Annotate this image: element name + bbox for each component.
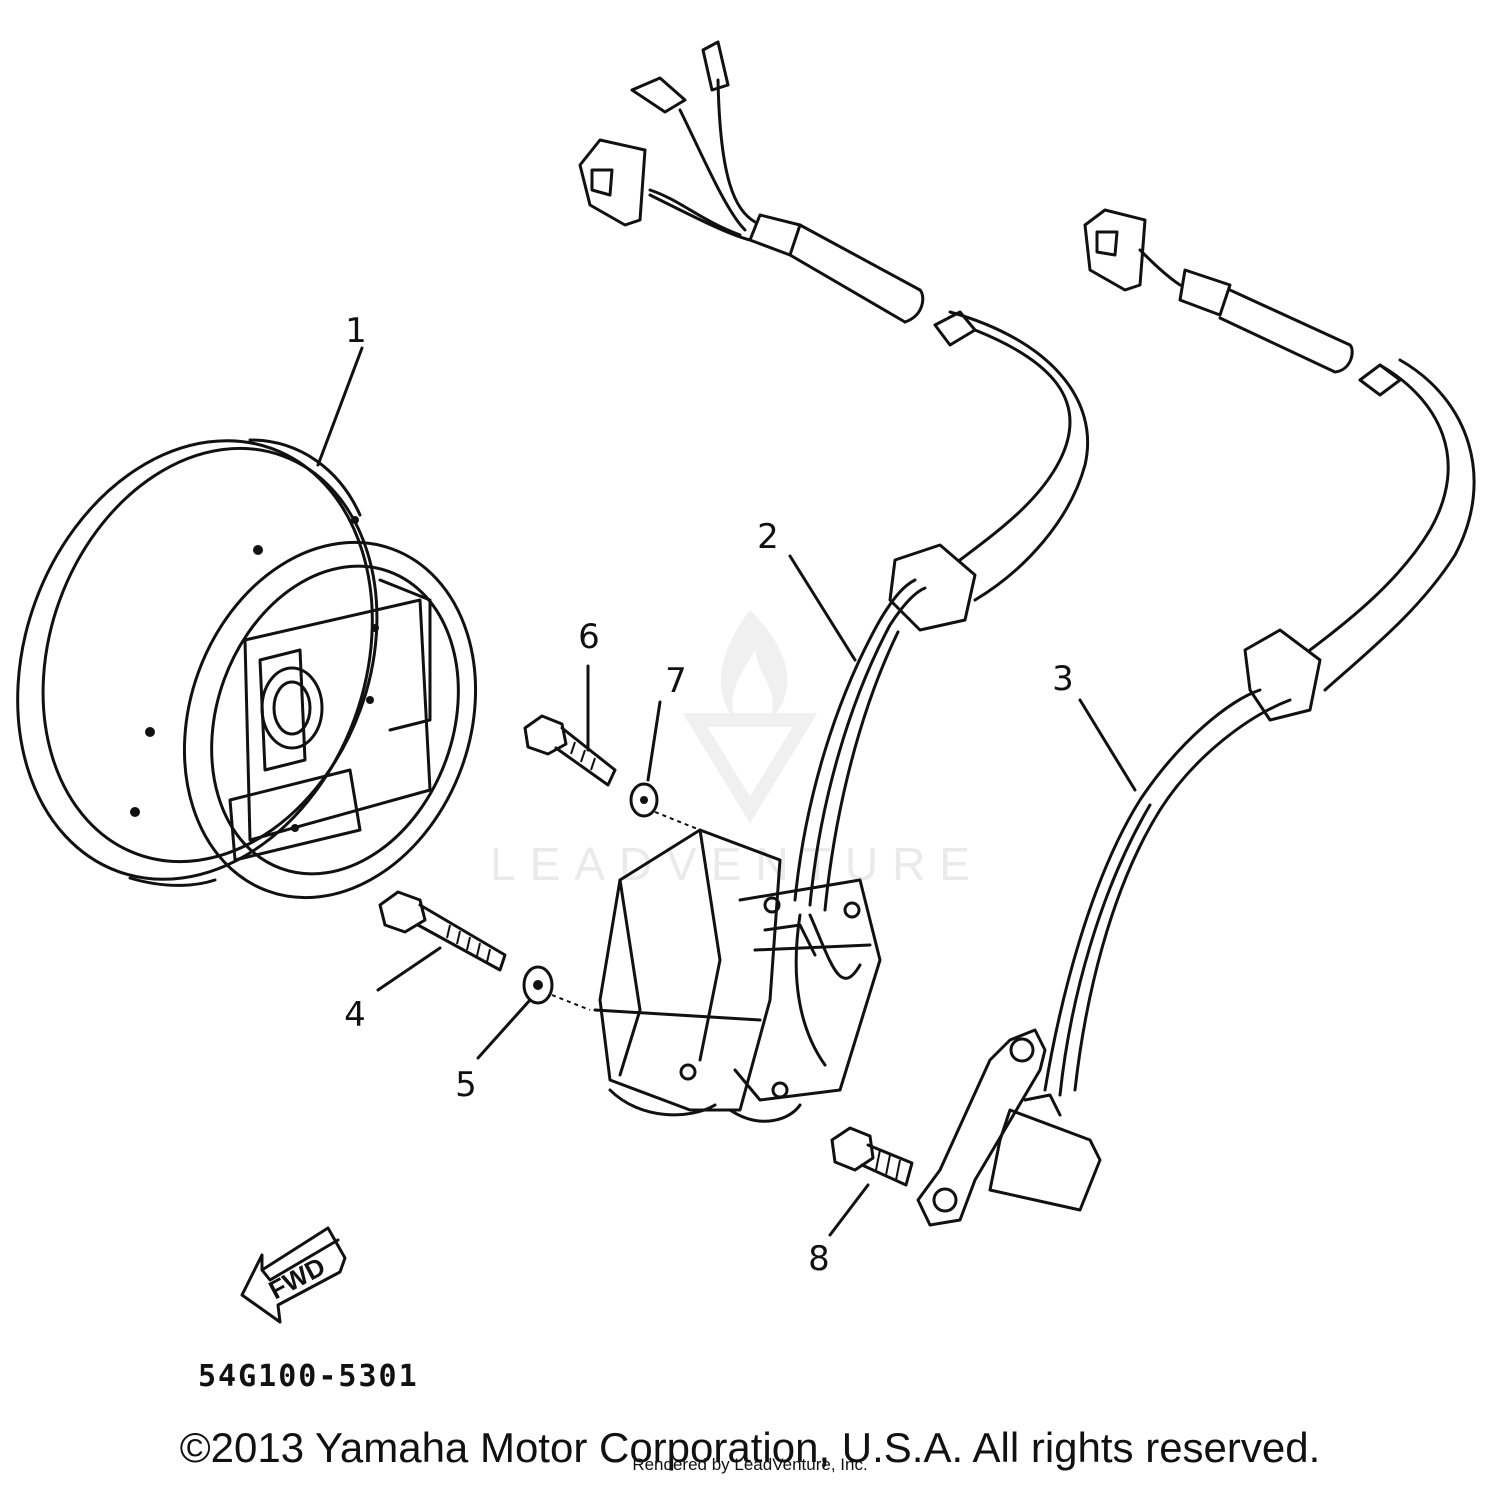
callout-labels: 1 2 3 4 5 6 7 8 xyxy=(344,311,1074,1279)
leader-line-5 xyxy=(476,998,532,1060)
bolt-short xyxy=(523,714,617,787)
leader-line-3 xyxy=(1078,698,1137,792)
leader-line-1 xyxy=(316,346,364,467)
callout-8: 8 xyxy=(808,1239,830,1279)
watermark: LEADVENTURE xyxy=(490,610,984,890)
callout-6: 6 xyxy=(578,617,600,657)
leader-line-8 xyxy=(828,1183,870,1237)
rendered-by-credit: Rendered by LeadVenture, Inc. xyxy=(632,1455,868,1474)
watermark-v-icon xyxy=(682,713,818,824)
callout-1: 1 xyxy=(345,311,367,351)
washer-large xyxy=(522,965,554,1005)
washer-small xyxy=(629,782,659,818)
callout-7: 7 xyxy=(665,661,687,701)
callout-4: 4 xyxy=(344,995,366,1035)
watermark-text: LEADVENTURE xyxy=(490,838,984,890)
copyright-notice: ©2013 Yamaha Motor Corporation, U.S.A. A… xyxy=(179,1424,1321,1471)
watermark-flame-icon xyxy=(720,610,788,720)
leader-line-7 xyxy=(646,700,662,782)
leader-lines xyxy=(316,346,1137,1237)
leader-line-2 xyxy=(788,554,857,662)
bolt-long xyxy=(378,890,507,972)
screw xyxy=(830,1126,914,1187)
diagram-part-code: 54G100-5301 xyxy=(198,1359,419,1394)
callout-3: 3 xyxy=(1052,659,1074,699)
callout-2: 2 xyxy=(757,517,779,557)
exploded-parts-diagram: LEADVENTURE xyxy=(16,40,1476,1394)
fwd-arrow: FWD xyxy=(240,1226,347,1324)
fwd-label: FWD xyxy=(264,1251,330,1305)
leader-line-4 xyxy=(376,946,442,992)
pulser-coil-assembly xyxy=(916,208,1476,1227)
flywheel-rotor xyxy=(16,438,478,900)
stator-coil-assembly xyxy=(578,40,1090,1123)
callout-5: 5 xyxy=(455,1065,477,1105)
